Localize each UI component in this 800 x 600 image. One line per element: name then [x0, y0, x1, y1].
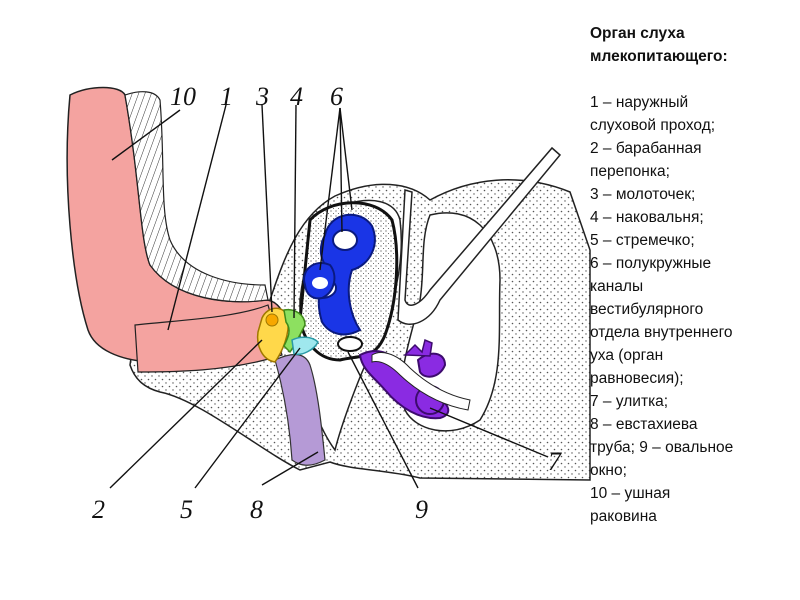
legend-line: отдела внутреннего	[590, 324, 733, 341]
legend-line: равновесия);	[590, 370, 684, 387]
legend-line: уха (орган	[590, 347, 664, 364]
label-4: 4	[290, 82, 303, 111]
legend-line: раковина	[590, 508, 657, 525]
legend-line: вестибулярного	[590, 301, 704, 318]
label-10: 10	[170, 82, 196, 111]
ear-cartilage	[124, 91, 269, 303]
legend-line: 5 – стремечко;	[590, 232, 695, 249]
ossicles	[256, 307, 319, 363]
legend-title-line-2: млекопитающего:	[590, 48, 728, 65]
legend-line: каналы	[590, 278, 644, 295]
eustachian-tube	[274, 354, 326, 466]
leader-lines	[109, 104, 549, 489]
label-6: 6	[330, 82, 343, 111]
inner-canal-white	[371, 352, 471, 411]
label-8: 8	[250, 495, 263, 524]
label-7: 7	[548, 447, 562, 476]
label-3: 3	[255, 82, 269, 111]
label-1: 1	[220, 82, 233, 111]
legend-line: 3 – молоточек;	[590, 186, 696, 203]
auditory-nerve	[397, 146, 562, 325]
legend-line: 10 – ушная	[590, 485, 671, 502]
legend-line: окно;	[590, 462, 627, 479]
legend-panel: Орган слуха млекопитающего: 1 – наружный…	[590, 22, 790, 528]
cochlea	[358, 338, 450, 420]
semicircular-canals	[303, 213, 376, 336]
legend-line: труба; 9 – овальное	[590, 439, 734, 456]
legend-line: 4 – наковальня;	[590, 209, 704, 226]
legend-line: слуховой проход;	[590, 117, 716, 134]
legend-title: Орган слуха млекопитающего:	[590, 22, 790, 68]
legend-line: перепонка;	[590, 163, 670, 180]
legend-title-line-1: Орган слуха	[590, 25, 685, 42]
external-auditory-canal	[134, 304, 283, 373]
legend-line: 7 – улитка;	[590, 393, 669, 410]
legend-line: 8 – евстахиева	[590, 416, 698, 433]
oval-window	[337, 336, 363, 352]
legend-line: 6 – полукружные	[590, 255, 712, 272]
label-5: 5	[180, 495, 193, 524]
legend-line: 2 – барабанная	[590, 140, 702, 157]
label-2: 2	[92, 495, 105, 524]
legend-line: 1 – наружный	[590, 94, 689, 111]
label-9: 9	[415, 495, 428, 524]
